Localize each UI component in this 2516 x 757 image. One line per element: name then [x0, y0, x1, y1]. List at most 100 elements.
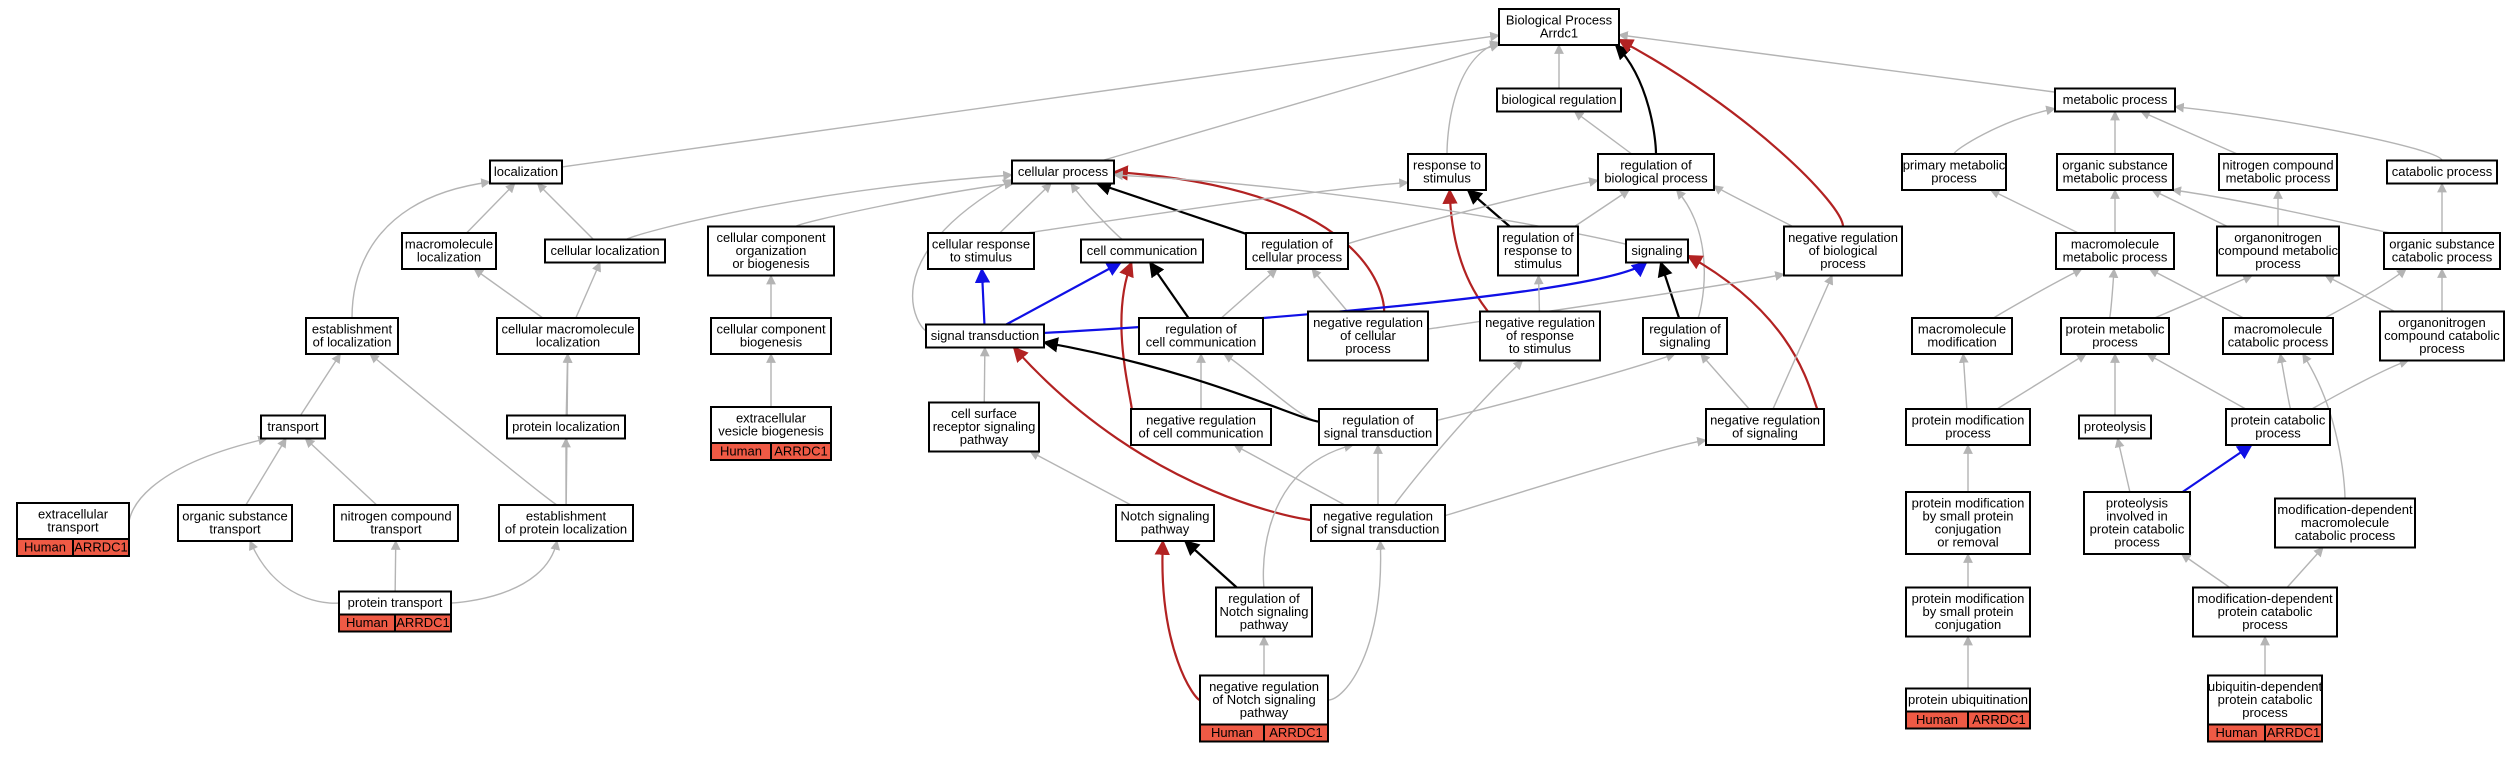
term-node-cellproc[interactable]: cellular process [1011, 159, 1115, 185]
term-label-line: protein catabolic [2231, 413, 2326, 428]
species-label: Human [1916, 712, 1958, 727]
term-box [2222, 317, 2334, 355]
term-label-line: pathway [1240, 705, 1289, 720]
edge-protinvcat-to-protcat [2181, 444, 2253, 493]
term-box [1901, 153, 2007, 191]
term-label-line: biogenesis [740, 335, 803, 350]
term-node-local[interactable]: localization [489, 159, 563, 185]
edge-sigtrans-to-cellresp [974, 267, 991, 325]
term-box [707, 225, 835, 277]
edge-cellloc-to-cellproc [625, 170, 1013, 241]
term-node-moddepmacro[interactable]: modification-dependentmacromoleculecatab… [2274, 497, 2416, 549]
term-node-catab[interactable]: catabolic process [2386, 159, 2498, 185]
term-label-line: localization [536, 335, 600, 350]
term-node-signaling[interactable]: signaling [1625, 238, 1689, 264]
term-label-line: conjugation [1935, 522, 2002, 537]
term-box [925, 323, 1045, 349]
term-node-protloc[interactable]: protein localization [506, 414, 626, 440]
term-label-line: organic substance [2062, 158, 2168, 173]
edge-cellresp-to-resp [1024, 178, 1409, 234]
term-label-line: organization [736, 243, 807, 258]
term-label-line: to stimulus [950, 250, 1013, 265]
term-label-line: pathway [1240, 617, 1289, 632]
term-label-line: modification [1927, 335, 1996, 350]
term-label-line: ubiquitin-dependent [2208, 679, 2323, 694]
term-node-proteolysis[interactable]: proteolysis [2078, 414, 2152, 440]
term-box [1597, 153, 1715, 191]
term-label-line: vesicle biogenesis [718, 424, 824, 439]
edge-estloc-to-local [351, 178, 491, 319]
term-node-cellloc[interactable]: cellular localization [544, 238, 666, 264]
term-box [1080, 238, 1204, 264]
edge-macrocat-to-macromet [2148, 268, 2244, 319]
edge-negregsigtrans-to-sigtrans [1012, 346, 1312, 522]
edge-regcellcomm-to-regcellproc [1220, 268, 1278, 319]
term-label-line: localization [494, 164, 558, 179]
term-label-line: signaling [1631, 243, 1682, 258]
edge-negregcellproc-to-negregbio [1427, 271, 1785, 330]
term-label-line: regulation of [1261, 237, 1333, 252]
term-label-line: response to [1504, 243, 1572, 258]
term-node-transport[interactable]: transport [260, 414, 326, 440]
term-box [1625, 238, 1689, 264]
term-label-line: macromolecule [405, 237, 493, 252]
term-node-biolreg[interactable]: biological regulation [1496, 87, 1622, 113]
term-node-cellcomm[interactable]: cell communication [1080, 238, 1204, 264]
term-node-sigtrans[interactable]: signal transduction [925, 323, 1045, 349]
term-label-line: cell surface [951, 406, 1017, 421]
term-box [1497, 225, 1579, 277]
term-box [177, 504, 293, 542]
edges-layer [128, 31, 2447, 702]
edge-orgsubtrans-to-transport [245, 437, 287, 506]
term-node-metab[interactable]: metabolic process [2054, 87, 2176, 113]
